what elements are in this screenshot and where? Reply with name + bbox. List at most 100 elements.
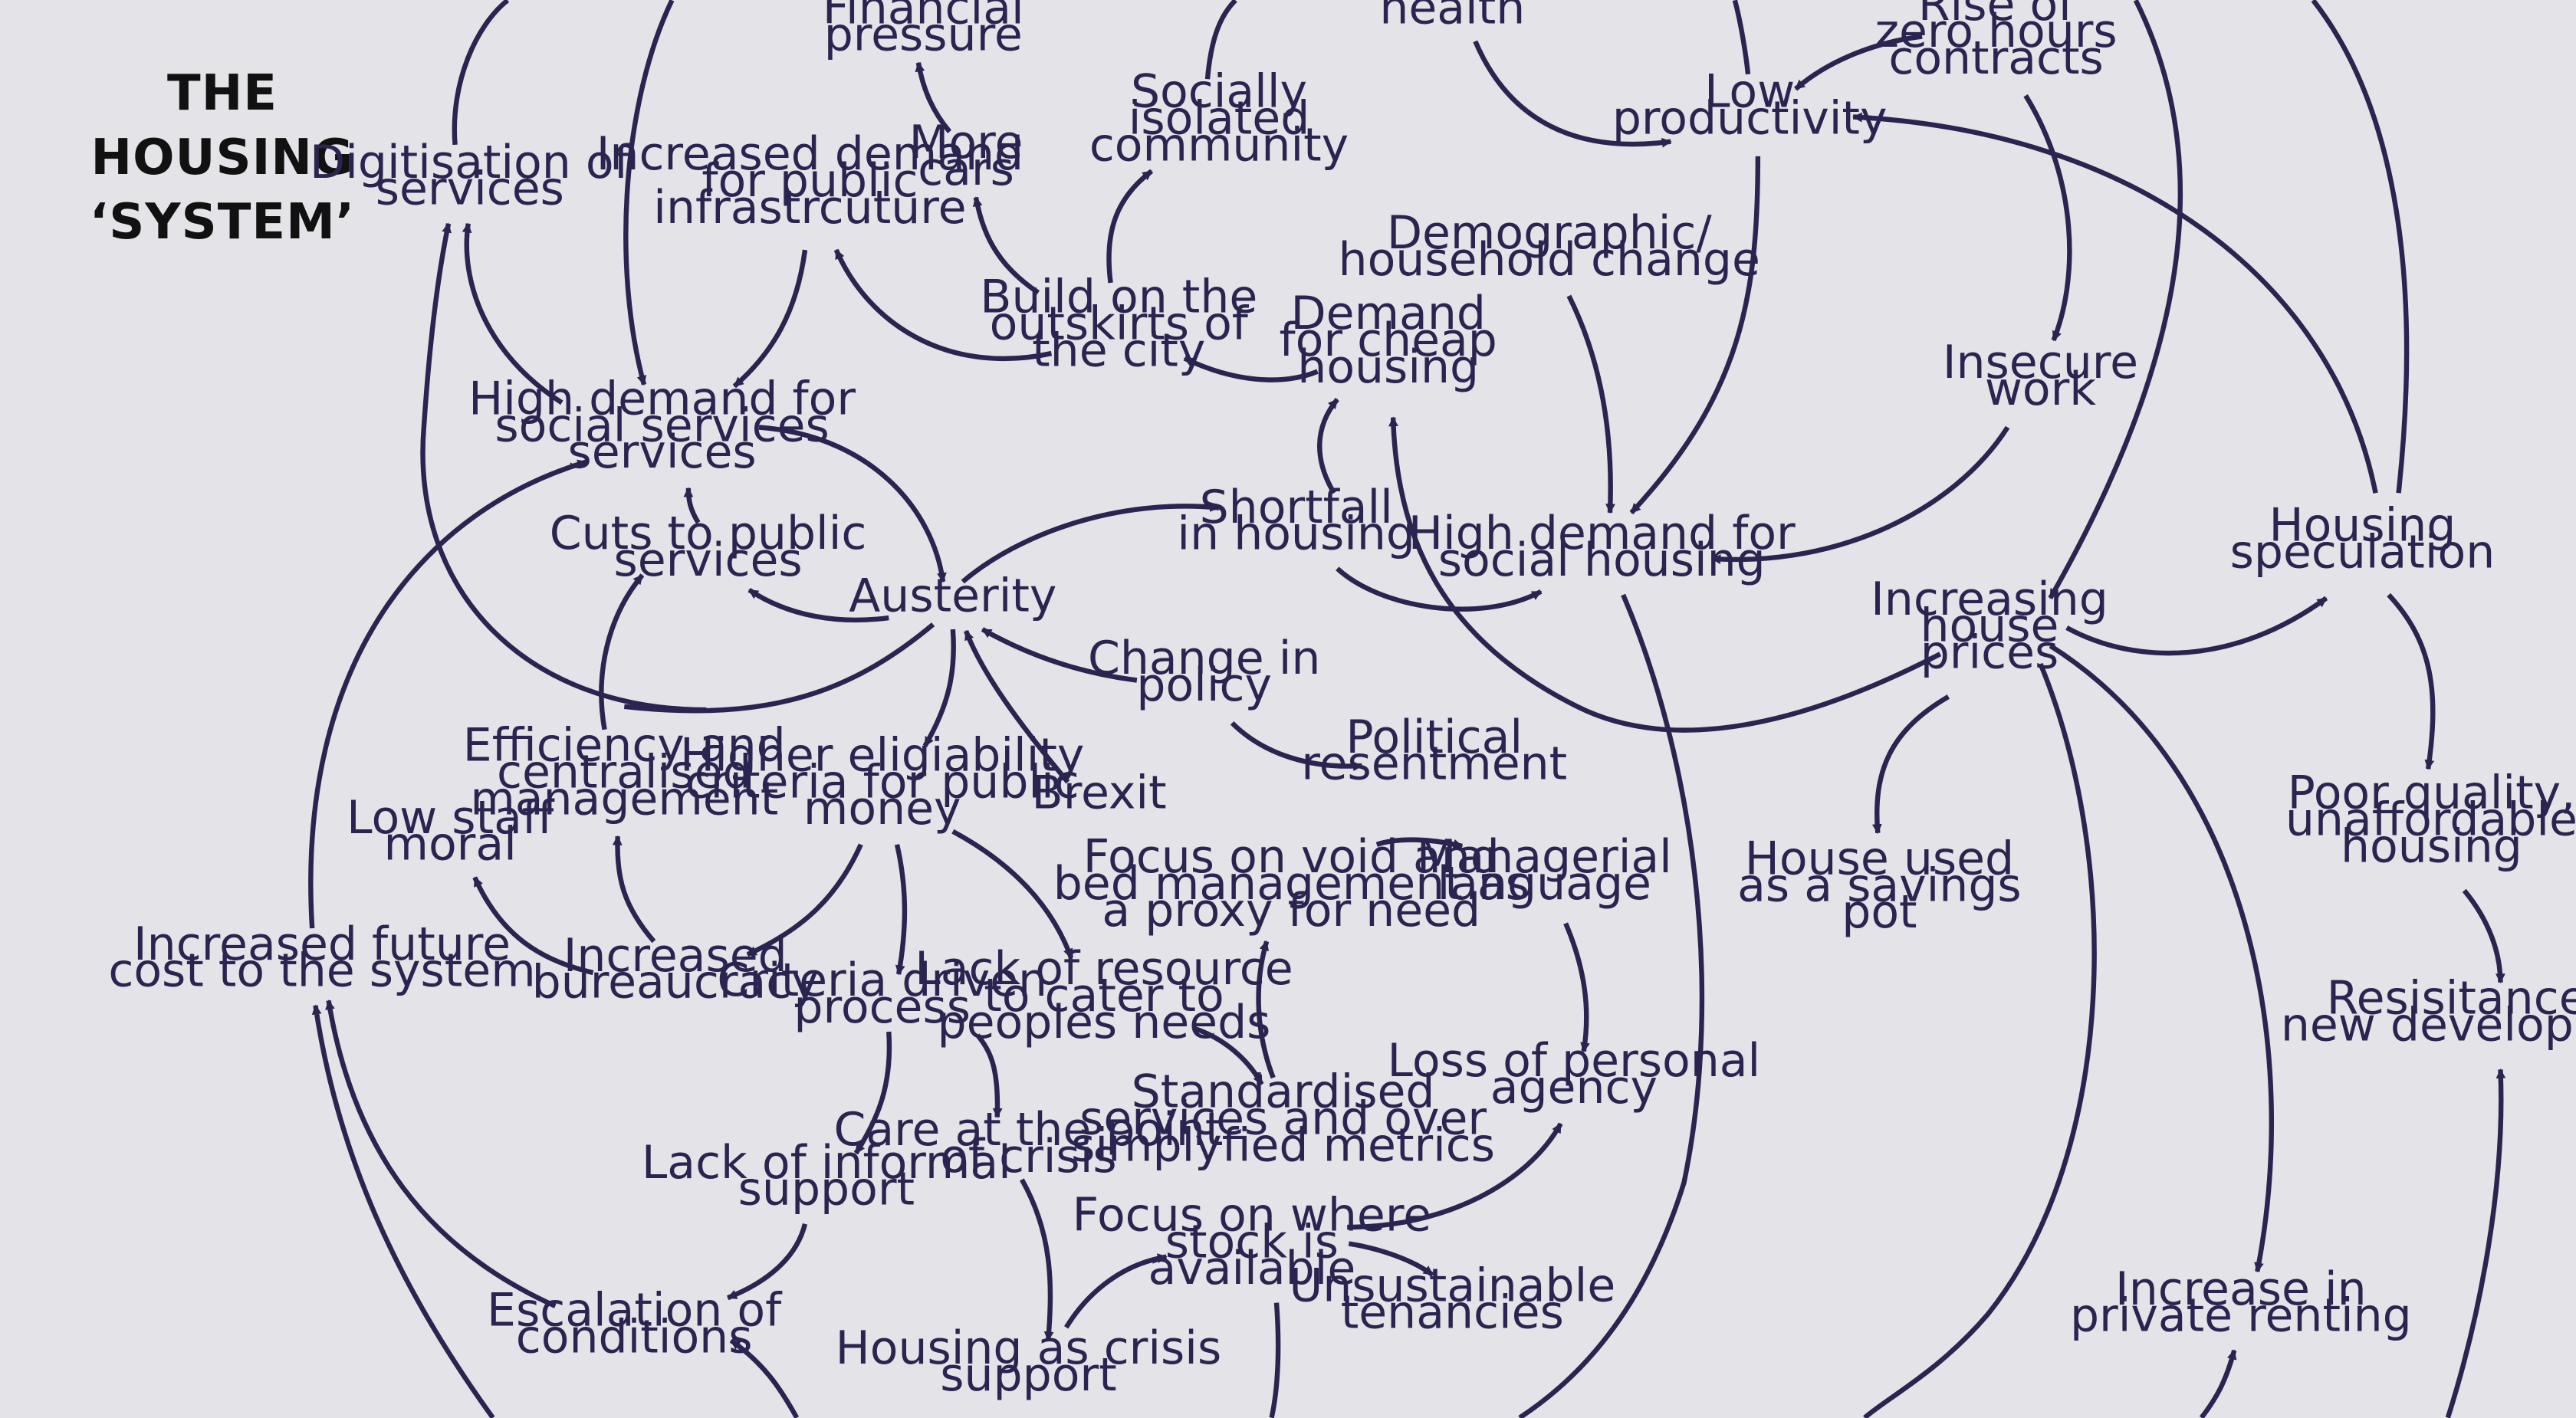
node-label-line: isolated — [1129, 92, 1310, 146]
node-label-line: Increased future — [133, 917, 511, 971]
node-label-line: agency — [1490, 1061, 1658, 1114]
node-label-line: House used — [1745, 832, 2014, 885]
node-label-line: speculation — [2230, 525, 2496, 579]
connector-arrow — [2048, 0, 2183, 599]
connector-arrow — [420, 222, 707, 713]
connector-arrow — [623, 622, 935, 714]
node-demographic-change: Demographic/household change — [1339, 206, 1760, 287]
node-brexit: Brexit — [1032, 766, 1167, 820]
node-label-line: Criteria driven — [717, 954, 1047, 1007]
connector-arrow — [732, 249, 808, 389]
node-label-line: unaffordable — [2285, 793, 2576, 847]
node-label-line: Poor quality, — [2288, 766, 2576, 820]
connector-arrow — [2065, 596, 2328, 656]
node-label-line: to cater to — [984, 969, 1224, 1022]
connector-arrow — [599, 573, 645, 730]
node-label-line: services — [613, 533, 802, 587]
connector-arrow — [1566, 294, 1615, 514]
connector-arrow — [462, 222, 564, 405]
connector-arrow — [746, 843, 863, 957]
connector-arrow — [1106, 169, 1154, 284]
node-label-line: social housing — [1438, 533, 1766, 587]
node-label-line: Increased — [564, 929, 787, 983]
node-increase-private-renting: Increase inprivate renting — [2070, 1262, 2412, 1343]
node-label-line: community — [1089, 119, 1349, 172]
title-line-3: ‘SYSTEM’ — [89, 194, 356, 251]
node-label-line: contracts — [1888, 31, 2103, 85]
connector-arrow — [915, 61, 952, 133]
node-label-line: Increased demand — [596, 127, 1024, 181]
node-label-line: health — [1379, 0, 1525, 34]
node-socially-isolated: Sociallyisolatedcommunity — [1089, 65, 1349, 172]
node-low-productivity: Lowproductivity — [1612, 65, 1888, 146]
node-label-line: conditions — [516, 1311, 753, 1364]
connector-arrow — [1020, 1178, 1054, 1342]
connector-arrow — [1518, 593, 1705, 1418]
connector-arrow — [1347, 1122, 1563, 1230]
connector-arrow — [748, 587, 889, 623]
node-label-line: Cuts to public — [550, 507, 867, 560]
node-label-line: Focus on where — [1073, 1188, 1432, 1242]
node-label-line: productivity — [1612, 92, 1888, 146]
node-house-savings-pot: House usedas a savingspot — [1737, 832, 2022, 939]
node-loss-agency: Loss of personalagency — [1388, 1034, 1761, 1114]
connector-arrow — [981, 627, 1138, 683]
node-rise-zero-hours: Rise ofzero hourscontracts — [1875, 0, 2117, 85]
connector-arrow — [2023, 94, 2072, 342]
node-label-line: cars — [918, 143, 1014, 196]
node-label-line: moral — [384, 818, 517, 871]
node-label-line: Financial — [823, 0, 1024, 34]
node-label-line: Shortfall — [1200, 481, 1393, 534]
node-housing-crisis-support: Housing as crisissupport — [836, 1321, 1222, 1402]
node-label-line: criteria for public — [685, 755, 1079, 809]
connector-arrow — [2445, 1068, 2506, 1418]
connector-arrow — [1336, 566, 1543, 612]
connector-arrow — [922, 629, 956, 747]
node-label-line: as a savings — [1737, 858, 2022, 912]
connector-arrow — [1204, 0, 1237, 80]
connector-arrow — [758, 425, 947, 583]
node-label-line: Political — [1346, 711, 1523, 764]
node-label-line: support — [738, 1163, 915, 1216]
connector-arrow — [961, 501, 1221, 584]
node-label-line: Focus on void and — [1083, 830, 1500, 884]
node-label-line: policy — [1136, 658, 1272, 712]
node-label-line: Lack of informal — [642, 1136, 1011, 1190]
node-escalation-conditions: Escalation ofconditions — [487, 1284, 783, 1364]
connector-arrow — [2049, 643, 2275, 1273]
connector-arrow — [683, 487, 701, 524]
diagram-title: THE HOUSING ‘SYSTEM’ — [77, 61, 368, 254]
node-label-line: peoples needs — [938, 996, 1271, 1049]
node-label-line: centralised — [497, 745, 752, 799]
node-label-line: More — [909, 116, 1024, 169]
node-label-line: simplyfied metrics — [1071, 1118, 1495, 1172]
node-label-line: a proxy for need — [1102, 884, 1480, 937]
connector-arrow — [1852, 112, 2378, 494]
connector-arrow — [1063, 1253, 1168, 1329]
node-label-line: Resisitance to — [2327, 972, 2576, 1026]
node-label-line: Low staff — [347, 791, 555, 845]
node-label-line: outskirts of — [990, 297, 1250, 350]
connector-arrow — [1388, 416, 1942, 733]
node-label-line: services and over — [1079, 1092, 1487, 1146]
connector-arrow — [472, 876, 594, 976]
node-change-policy: Change inpolicy — [1088, 632, 1321, 712]
node-label-line: Loss of personal — [1388, 1034, 1761, 1088]
node-high-demand-social-housing: High demand forsocial housing — [1408, 507, 1796, 587]
connector-arrow — [1256, 940, 1276, 1079]
node-label-line: management — [470, 772, 778, 826]
node-label-line: Change in — [1088, 632, 1321, 685]
connector-arrow — [727, 1223, 808, 1301]
connector-arrow — [833, 248, 1053, 362]
node-criteria-driven: Criteria drivenprocess — [717, 954, 1047, 1034]
node-label-line: Demographic/ — [1387, 206, 1713, 260]
node-label-line: new development — [2281, 998, 2576, 1052]
connector-arrow — [2311, 0, 2410, 494]
node-label-line: of crisis — [940, 1130, 1116, 1183]
node-label-line: Housing as crisis — [836, 1321, 1222, 1375]
connector-arrow — [1230, 720, 1363, 772]
node-increased-bureaucracy: Increasedbureaucracy — [532, 929, 819, 1009]
title-line-2: HOUSING — [90, 130, 354, 186]
